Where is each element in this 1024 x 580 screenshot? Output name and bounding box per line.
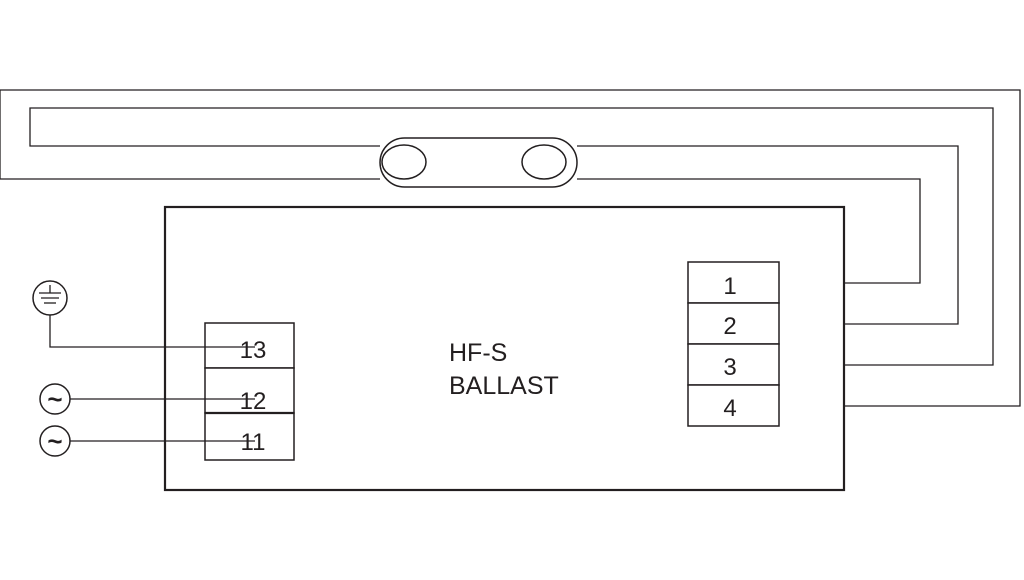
- ballast-title-line2: BALLAST: [449, 372, 559, 400]
- wire-lamp-left-outer-to-terminal-4: [0, 89, 1021, 407]
- terminal-1-cell: [687, 261, 780, 304]
- terminal-block-right: 1 2 3 4: [687, 261, 780, 427]
- ballast-title-line1: HF-S: [449, 339, 507, 367]
- ac-supply-icon-l: ~: [39, 383, 71, 415]
- terminal-12-label: 12: [240, 388, 267, 415]
- terminal-11-cell: [204, 412, 295, 461]
- ac-supply-icon-n: ~: [39, 425, 71, 457]
- lamp: [379, 137, 578, 188]
- wire-lamp-left-inner-to-terminal-3: [29, 107, 994, 366]
- terminal-block-left: 13 12 11: [204, 322, 295, 461]
- wire-earth-to-terminal-13: [49, 315, 255, 348]
- terminal-3-label: 3: [723, 354, 736, 381]
- terminal-4-label: 4: [723, 395, 736, 422]
- earth-ground-icon: [32, 280, 68, 316]
- terminal-1-label: 1: [723, 273, 736, 300]
- ac-symbol-text: ~: [47, 384, 62, 414]
- ac-symbol-text: ~: [47, 426, 62, 456]
- terminal-2-cell: [687, 302, 780, 345]
- terminal-2-label: 2: [723, 313, 736, 340]
- terminal-11-label: 11: [241, 429, 266, 456]
- terminal-12-cell: [204, 367, 295, 414]
- wire-lamp-right-inner-to-terminal-2: [577, 145, 959, 325]
- lamp-electrode-right: [521, 144, 567, 180]
- terminal-13-cell: [204, 322, 295, 369]
- terminal-13-label: 13: [240, 337, 267, 364]
- lamp-electrode-left: [381, 144, 427, 180]
- terminal-4-cell: [687, 384, 780, 427]
